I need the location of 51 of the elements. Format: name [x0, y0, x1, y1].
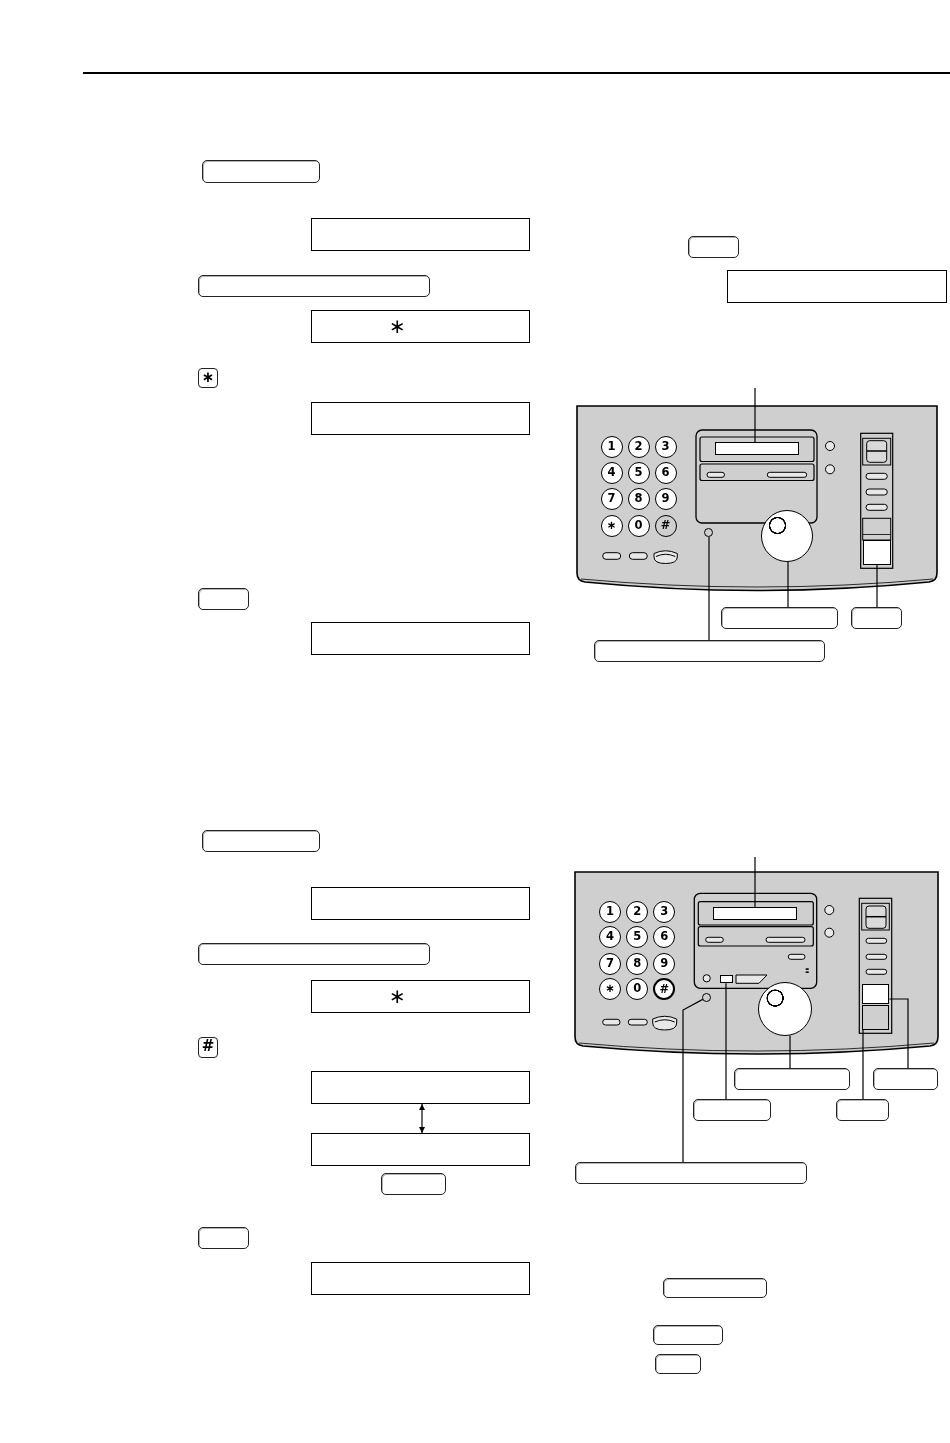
display-box [311, 1133, 530, 1166]
display-box [311, 402, 530, 435]
leader-line [725, 982, 727, 1100]
leader-line [787, 561, 789, 608]
callout-box [873, 1068, 938, 1090]
panel-button [862, 540, 891, 565]
key-button [655, 1354, 701, 1374]
fax-panel-drawing [574, 870, 939, 1058]
leader-line [708, 536, 710, 641]
leader-line [888, 998, 909, 1069]
key-button [202, 160, 320, 183]
display-window [715, 442, 799, 455]
key-button [198, 1227, 249, 1249]
key-button [202, 830, 320, 852]
display-box: ∗ [311, 310, 530, 343]
display-box [727, 270, 947, 303]
key-button [198, 275, 430, 297]
display-window [713, 907, 797, 920]
key-button [653, 1325, 723, 1345]
keypad-key: # [198, 1037, 218, 1058]
display-box [311, 887, 530, 920]
round-button [702, 992, 712, 1002]
small-button [720, 975, 733, 984]
display-box: ∗ [311, 980, 530, 1013]
round-button [703, 528, 713, 538]
display-box [311, 1262, 530, 1295]
key-button [381, 1173, 446, 1195]
display-box [311, 218, 530, 251]
display-box [311, 622, 530, 655]
leader-line [789, 1034, 791, 1069]
panel-button [861, 984, 890, 1004]
leader-line [876, 564, 878, 608]
callout-box [594, 640, 825, 662]
callout-box [693, 1099, 771, 1121]
leader-line [682, 998, 704, 1163]
callout-box [851, 607, 902, 629]
callout-box [575, 1162, 807, 1184]
keypad-key: ∗ [198, 368, 218, 388]
key-button [688, 236, 739, 258]
key-button [198, 943, 430, 965]
callout-box [836, 1099, 889, 1121]
key-button [663, 1278, 767, 1298]
double-headed-arrow [419, 1103, 425, 1134]
callout-box [734, 1068, 850, 1090]
leader-line [754, 856, 756, 908]
display-box [311, 1071, 530, 1104]
leader-line [862, 1029, 864, 1100]
fax-panel-drawing [576, 404, 939, 594]
callout-box [721, 607, 838, 629]
key-button [198, 588, 249, 610]
leader-line [754, 387, 756, 443]
